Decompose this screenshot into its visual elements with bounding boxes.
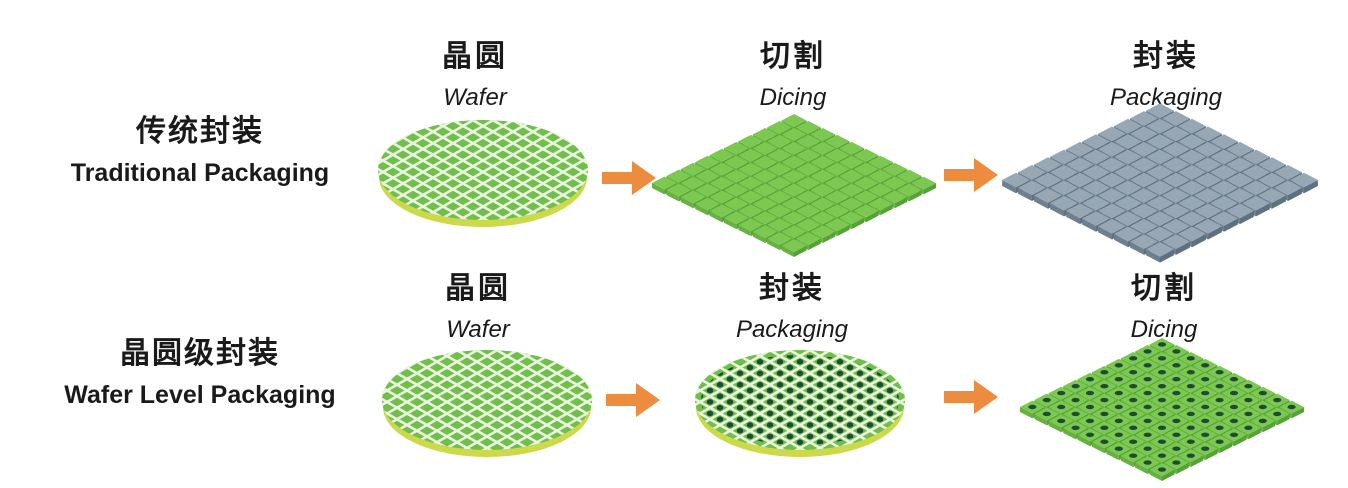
stage-label-cn: 晶圆 <box>442 40 508 73</box>
packaged-wafer-graphic <box>695 350 905 457</box>
stage-label-cn: 切割 <box>1131 272 1197 305</box>
stage-label-en: Dicing <box>1130 316 1198 343</box>
stage-header-r2-wafer: 晶圆 Wafer <box>328 263 628 344</box>
diced-packages-graphic <box>1020 338 1304 481</box>
row-label-wafer-level: 晶圆级封装 Wafer Level Packaging <box>20 328 380 410</box>
flow-arrow-icon <box>606 383 660 417</box>
stage-header-r2-packaging: 封装 Packaging <box>642 263 942 344</box>
row-label-wafer-level-cn: 晶圆级封装 <box>120 337 280 370</box>
stage-header-r1-wafer: 晶圆 Wafer <box>325 31 625 112</box>
stage-label-cn: 晶圆 <box>445 272 511 305</box>
wafer-graphic <box>382 350 592 457</box>
row-label-traditional-en: Traditional Packaging <box>70 159 330 187</box>
stage-label-en: Wafer <box>446 316 510 343</box>
stage-label-en: Packaging <box>735 316 849 343</box>
diced-chips-graphic <box>652 114 936 257</box>
stage-label-cn: 封装 <box>1133 40 1199 73</box>
row-label-traditional-cn: 传统封装 <box>136 115 264 148</box>
row-label-wafer-level-en: Wafer Level Packaging <box>64 381 336 409</box>
stage-header-r2-dicing: 切割 Dicing <box>1014 263 1314 344</box>
stage-label-en: Packaging <box>1109 84 1223 111</box>
flow-arrow-icon <box>602 161 656 195</box>
stage-header-r1-dicing: 切割 Dicing <box>643 31 943 112</box>
stage-label-cn: 封装 <box>759 272 825 305</box>
stage-label-cn: 切割 <box>760 40 826 73</box>
flow-arrow-icon <box>944 158 998 192</box>
stage-header-r1-packaging: 封装 Packaging <box>1016 31 1316 112</box>
stage-label-en: Dicing <box>759 84 827 111</box>
row-label-traditional: 传统封装 Traditional Packaging <box>30 106 370 188</box>
stage-label-en: Wafer <box>443 84 507 111</box>
flow-arrow-icon <box>944 380 998 414</box>
packaged-chips-graphic <box>1002 103 1318 263</box>
wafer-graphic <box>378 120 588 227</box>
